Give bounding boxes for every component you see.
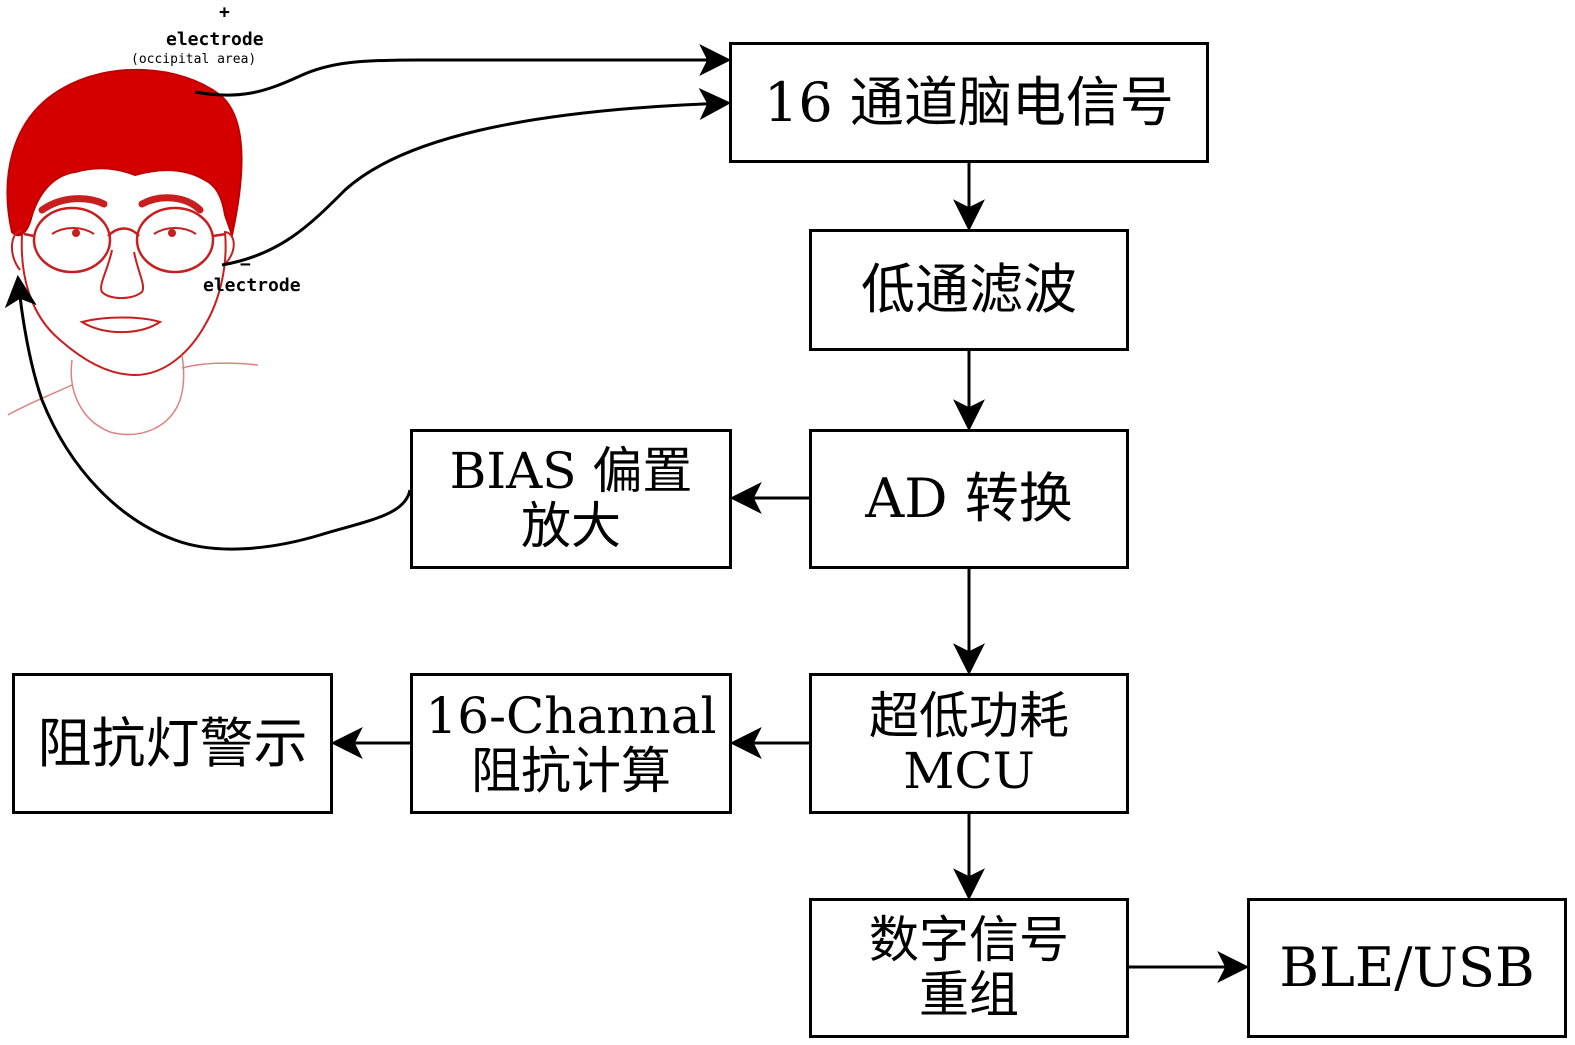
electrode-top-sublabel: (occipital area) bbox=[131, 52, 257, 67]
ad-conversion-box: AD 转换 bbox=[809, 429, 1129, 569]
lowpass-filter-label: 低通滤波 bbox=[861, 258, 1077, 322]
face-outline bbox=[20, 231, 227, 377]
right-lens bbox=[135, 206, 215, 274]
electrode-side-label: electrode bbox=[203, 275, 301, 296]
mcu-box: 超低功耗 MCU bbox=[809, 673, 1129, 814]
bias-amplifier-box: BIAS 偏置 放大 bbox=[410, 429, 732, 569]
impedance-alarm-label: 阻抗灯警示 bbox=[37, 711, 308, 775]
glasses-bridge bbox=[107, 227, 140, 237]
electrode-top-label: electrode bbox=[166, 29, 264, 50]
digital-regroup-box: 数字信号 重组 bbox=[809, 898, 1129, 1038]
mcu-label-2: MCU bbox=[903, 741, 1035, 800]
hair-shape bbox=[6, 68, 243, 239]
impedance-alarm-box: 阻抗灯警示 bbox=[12, 673, 333, 814]
wire-side-electrode bbox=[221, 87, 732, 267]
head-with-glasses-icon bbox=[6, 68, 259, 436]
bias-amplifier-label-1: BIAS 偏置 bbox=[449, 442, 693, 500]
left-eye bbox=[51, 227, 95, 235]
neck bbox=[70, 354, 185, 436]
eeg-signal-box: 16 通道脑电信号 bbox=[729, 42, 1209, 163]
shoulder-right bbox=[181, 362, 259, 369]
glasses-arm-right bbox=[212, 232, 227, 238]
nose bbox=[100, 249, 144, 299]
left-pupil bbox=[72, 229, 80, 237]
digital-regroup-label-2: 重组 bbox=[919, 966, 1019, 1024]
digital-regroup-label-1: 数字信号 bbox=[869, 911, 1069, 969]
ble-usb-label: BLE/USB bbox=[1279, 936, 1535, 1000]
ad-conversion-label: AD 转换 bbox=[865, 467, 1073, 531]
left-ear bbox=[11, 229, 23, 271]
electrode-side-sign: − bbox=[240, 254, 251, 275]
mcu-label-1: 超低功耗 bbox=[869, 686, 1069, 745]
mouth bbox=[79, 316, 163, 334]
glasses-arm-left bbox=[23, 232, 35, 238]
electrode-top-sign: + bbox=[219, 2, 230, 23]
lowpass-filter-box: 低通滤波 bbox=[809, 229, 1129, 351]
impedance-calc-label-2: 阻抗计算 bbox=[471, 741, 671, 800]
left-lens bbox=[32, 206, 112, 274]
right-eyebrow bbox=[138, 194, 204, 214]
right-ear bbox=[223, 231, 235, 266]
right-eye bbox=[153, 227, 197, 235]
wire-occipital-electrode bbox=[194, 44, 732, 97]
impedance-calc-label-1: 16-Channal bbox=[425, 686, 717, 745]
eeg-signal-label: 16 通道脑电信号 bbox=[764, 70, 1174, 134]
shoulder-left bbox=[7, 384, 73, 416]
ble-usb-box: BLE/USB bbox=[1247, 898, 1567, 1038]
right-pupil bbox=[168, 229, 176, 237]
bias-amplifier-label-2: 放大 bbox=[521, 497, 621, 555]
left-eyebrow bbox=[38, 195, 108, 214]
bias-feedback-wire bbox=[4, 274, 412, 551]
impedance-calc-box: 16-Channal 阻抗计算 bbox=[410, 673, 732, 814]
